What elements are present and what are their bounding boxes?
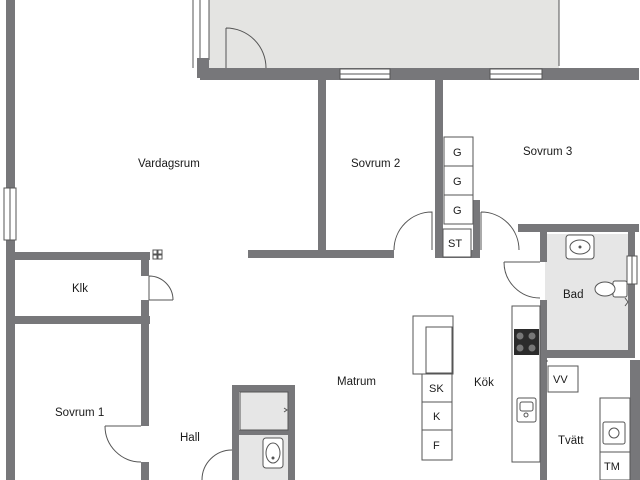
door-swings — [104, 27, 548, 480]
wardrobe-label-3: G — [453, 205, 462, 217]
dryer-label: TM — [604, 461, 620, 473]
storage-label: ST — [448, 238, 462, 250]
room-label-bad: Bad — [563, 289, 583, 301]
room-label-sovrum-1: Sovrum 1 — [55, 407, 104, 419]
wardrobe-label-1: G — [453, 147, 462, 159]
fridge-label: K — [433, 411, 441, 423]
room-label-vardagsrum: Vardagsrum — [138, 158, 200, 170]
water-heater-label: VV — [553, 374, 568, 386]
toilet-icon — [594, 280, 628, 298]
freezer-label: SK — [429, 383, 444, 395]
room-label-tvatt: Tvätt — [558, 435, 584, 447]
wardrobe-label-2: G — [453, 176, 462, 188]
room-label-hall: Hall — [180, 432, 200, 444]
bathroom-fixtures — [565, 234, 629, 307]
room-label-matrum: Matrum — [337, 376, 376, 388]
pantry-label: F — [433, 440, 440, 452]
kitchen-island — [412, 315, 454, 461]
room-label-klk: Klk — [72, 283, 88, 295]
room-label-sovrum-2: Sovrum 2 — [351, 158, 400, 170]
windows — [3, 68, 638, 285]
balcony-outline — [192, 0, 560, 68]
balcony-floor — [209, 0, 559, 68]
room-label-sovrum-3: Sovrum 3 — [523, 146, 572, 158]
wardrobe-column — [442, 136, 474, 258]
vent-markers — [152, 249, 163, 260]
room-label-kok: Kök — [474, 377, 494, 389]
stove-icon — [514, 329, 539, 355]
guest-wc-fixtures — [239, 391, 289, 469]
laundry-fixtures — [547, 365, 631, 480]
kitchen-counter — [511, 305, 541, 463]
